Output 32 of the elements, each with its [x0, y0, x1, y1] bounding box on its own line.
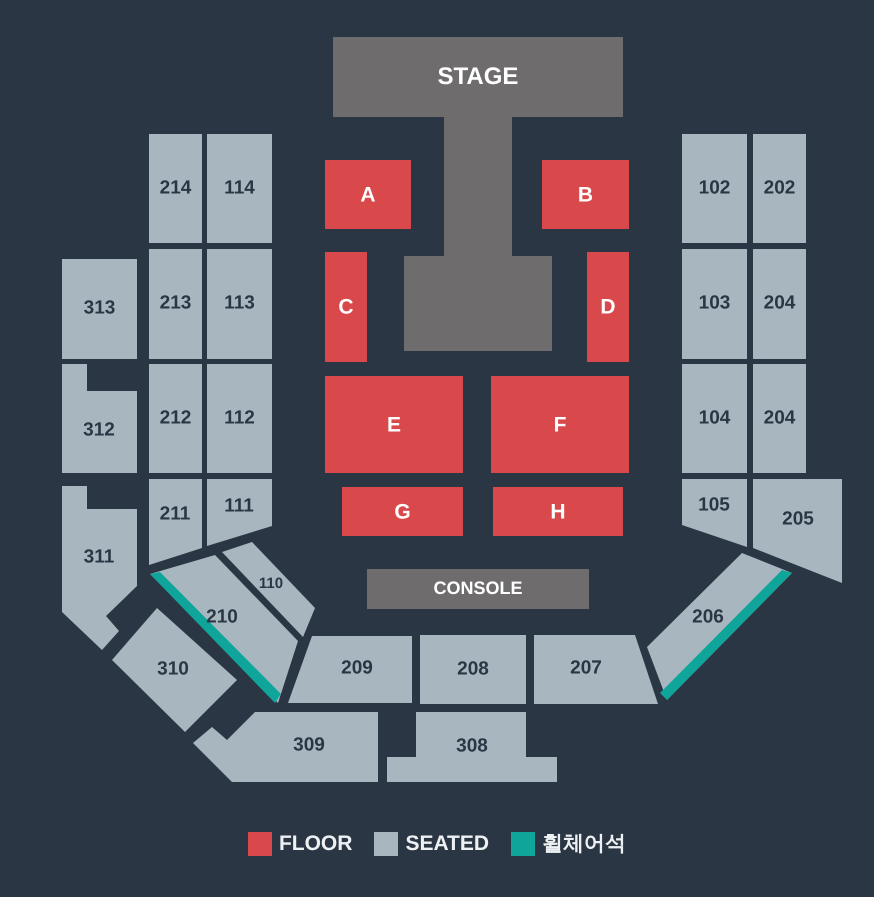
- seating-section: 312: [62, 364, 137, 473]
- seating-section: 113: [207, 249, 272, 359]
- console-area: CONSOLE: [367, 569, 589, 609]
- legend-label: SEATED: [405, 831, 490, 857]
- floor-section: F: [491, 376, 629, 473]
- seating-section: 102: [682, 134, 747, 243]
- seating-section: 308: [387, 712, 557, 782]
- seating-section: 211: [149, 479, 202, 565]
- seating-section: 213: [149, 249, 202, 359]
- seating-section: 208: [420, 635, 526, 704]
- seating-section: 212: [149, 364, 202, 473]
- seating-section: 207: [534, 635, 658, 704]
- seating-section: 209: [288, 636, 412, 703]
- seating-section: 114: [207, 134, 272, 243]
- seating-section: 205: [753, 479, 842, 583]
- seating-section: 105: [682, 479, 747, 547]
- seating-section: 103: [682, 249, 747, 359]
- seating-section: 104: [682, 364, 747, 473]
- seating-section: 313: [62, 259, 137, 359]
- seating-section: 311: [62, 486, 137, 650]
- seating-section: 204: [753, 364, 806, 473]
- seating-section: 202: [753, 134, 806, 243]
- seating-section: 204: [753, 249, 806, 359]
- floor-section: H: [493, 487, 623, 536]
- floor-section: G: [342, 487, 463, 536]
- seating-section: 309: [193, 712, 378, 782]
- legend-label: 휠체어석: [542, 831, 626, 857]
- seating-section: 111: [207, 479, 272, 546]
- seating-section: 112: [207, 364, 272, 473]
- legend-label: FLOOR: [278, 831, 352, 857]
- seating-section: 214: [149, 134, 202, 243]
- floor-section: E: [325, 376, 463, 473]
